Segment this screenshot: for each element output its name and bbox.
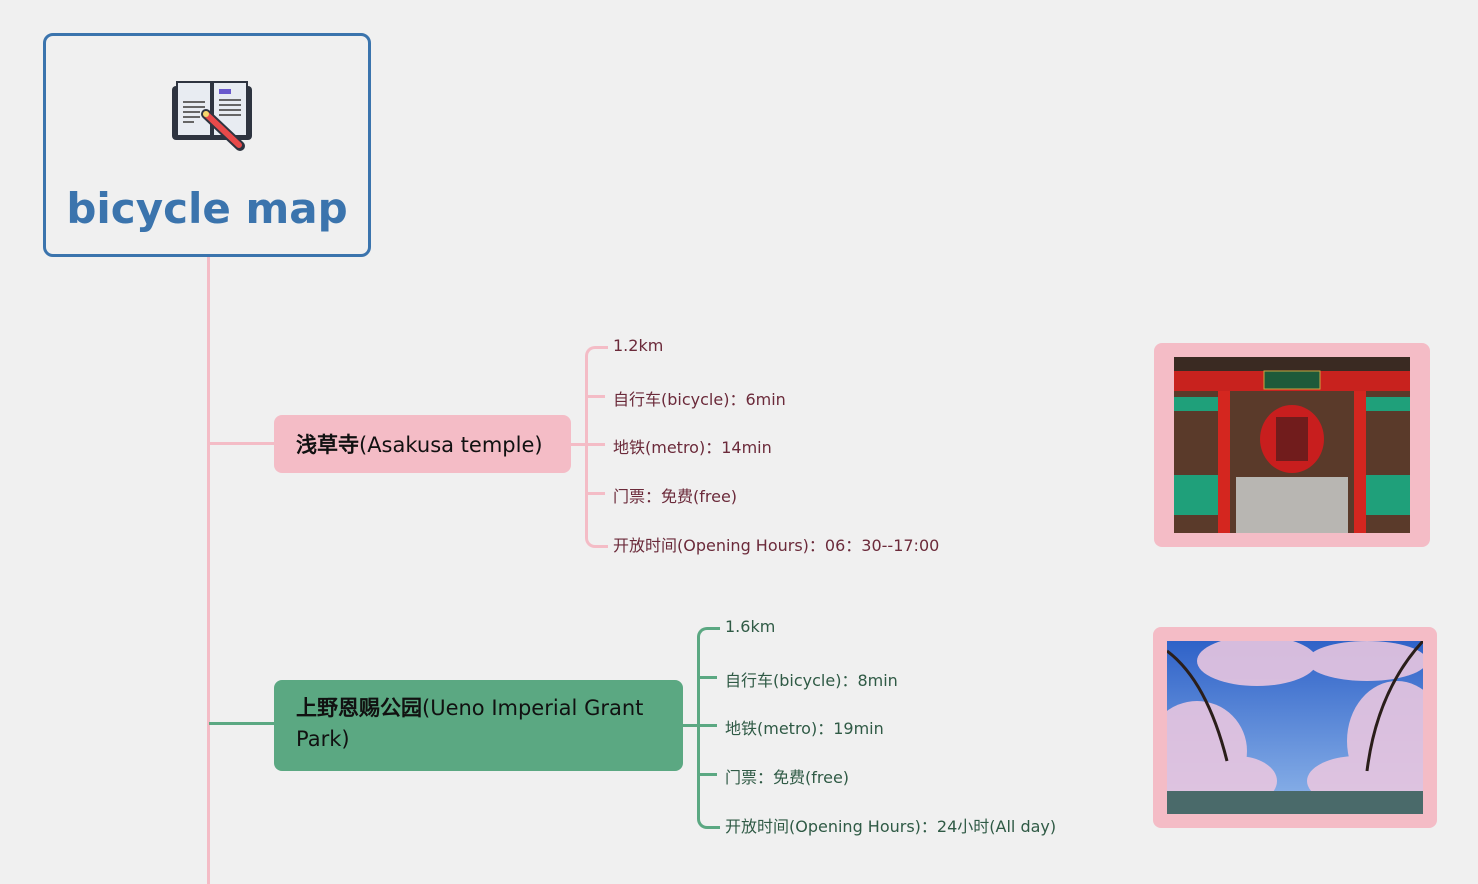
bracket-tick [587,492,605,495]
bracket [585,346,608,548]
cherry-blossom-picture [1167,641,1423,814]
connector-topic-1 [209,442,275,445]
detail-ticket[interactable]: 门票：免费(free) [613,487,738,506]
bracket-connector [683,724,699,727]
bracket-tick [699,724,717,727]
book-pencil-icon [172,81,252,151]
topic-asakusa[interactable]: 浅草寺(Asakusa temple) [274,415,571,473]
root-topic[interactable]: bicycle map [43,33,371,257]
detail-distance[interactable]: 1.2km [613,336,664,355]
detail-hours[interactable]: 开放时间(Opening Hours)：06：30--17:00 [613,536,940,555]
bracket-tick [699,676,717,679]
asakusa-temple-image[interactable] [1154,343,1430,547]
topic-name-en: (Asakusa temple) [359,433,543,457]
connector-topic-2 [209,722,275,725]
ueno-park-image[interactable] [1153,627,1437,828]
topic-ueno-park[interactable]: 上野恩赐公园(Ueno Imperial Grant Park) [274,680,683,771]
detail-ticket[interactable]: 门票：免费(free) [725,768,850,787]
temple-gate-picture [1174,357,1410,533]
topic-name-en: (Ueno Imperial Grant Park) [296,696,644,751]
detail-metro[interactable]: 地铁(metro)：19min [725,719,884,738]
topic-name-zh: 上野恩赐公园 [296,696,422,720]
bracket-tick [587,395,605,398]
detail-distance[interactable]: 1.6km [725,617,776,636]
detail-bicycle[interactable]: 自行车(bicycle)：6min [613,390,786,409]
bracket-tick [699,773,717,776]
root-title: bicycle map [66,184,348,233]
topic-name-zh: 浅草寺 [296,433,359,457]
detail-metro[interactable]: 地铁(metro)：14min [613,438,772,457]
detail-bicycle[interactable]: 自行车(bicycle)：8min [725,671,898,690]
trunk-connector [207,257,210,884]
detail-hours[interactable]: 开放时间(Opening Hours)：24小时(All day) [725,817,1057,836]
bracket-connector [571,443,587,446]
bracket-tick [587,443,605,446]
bracket [697,627,720,829]
